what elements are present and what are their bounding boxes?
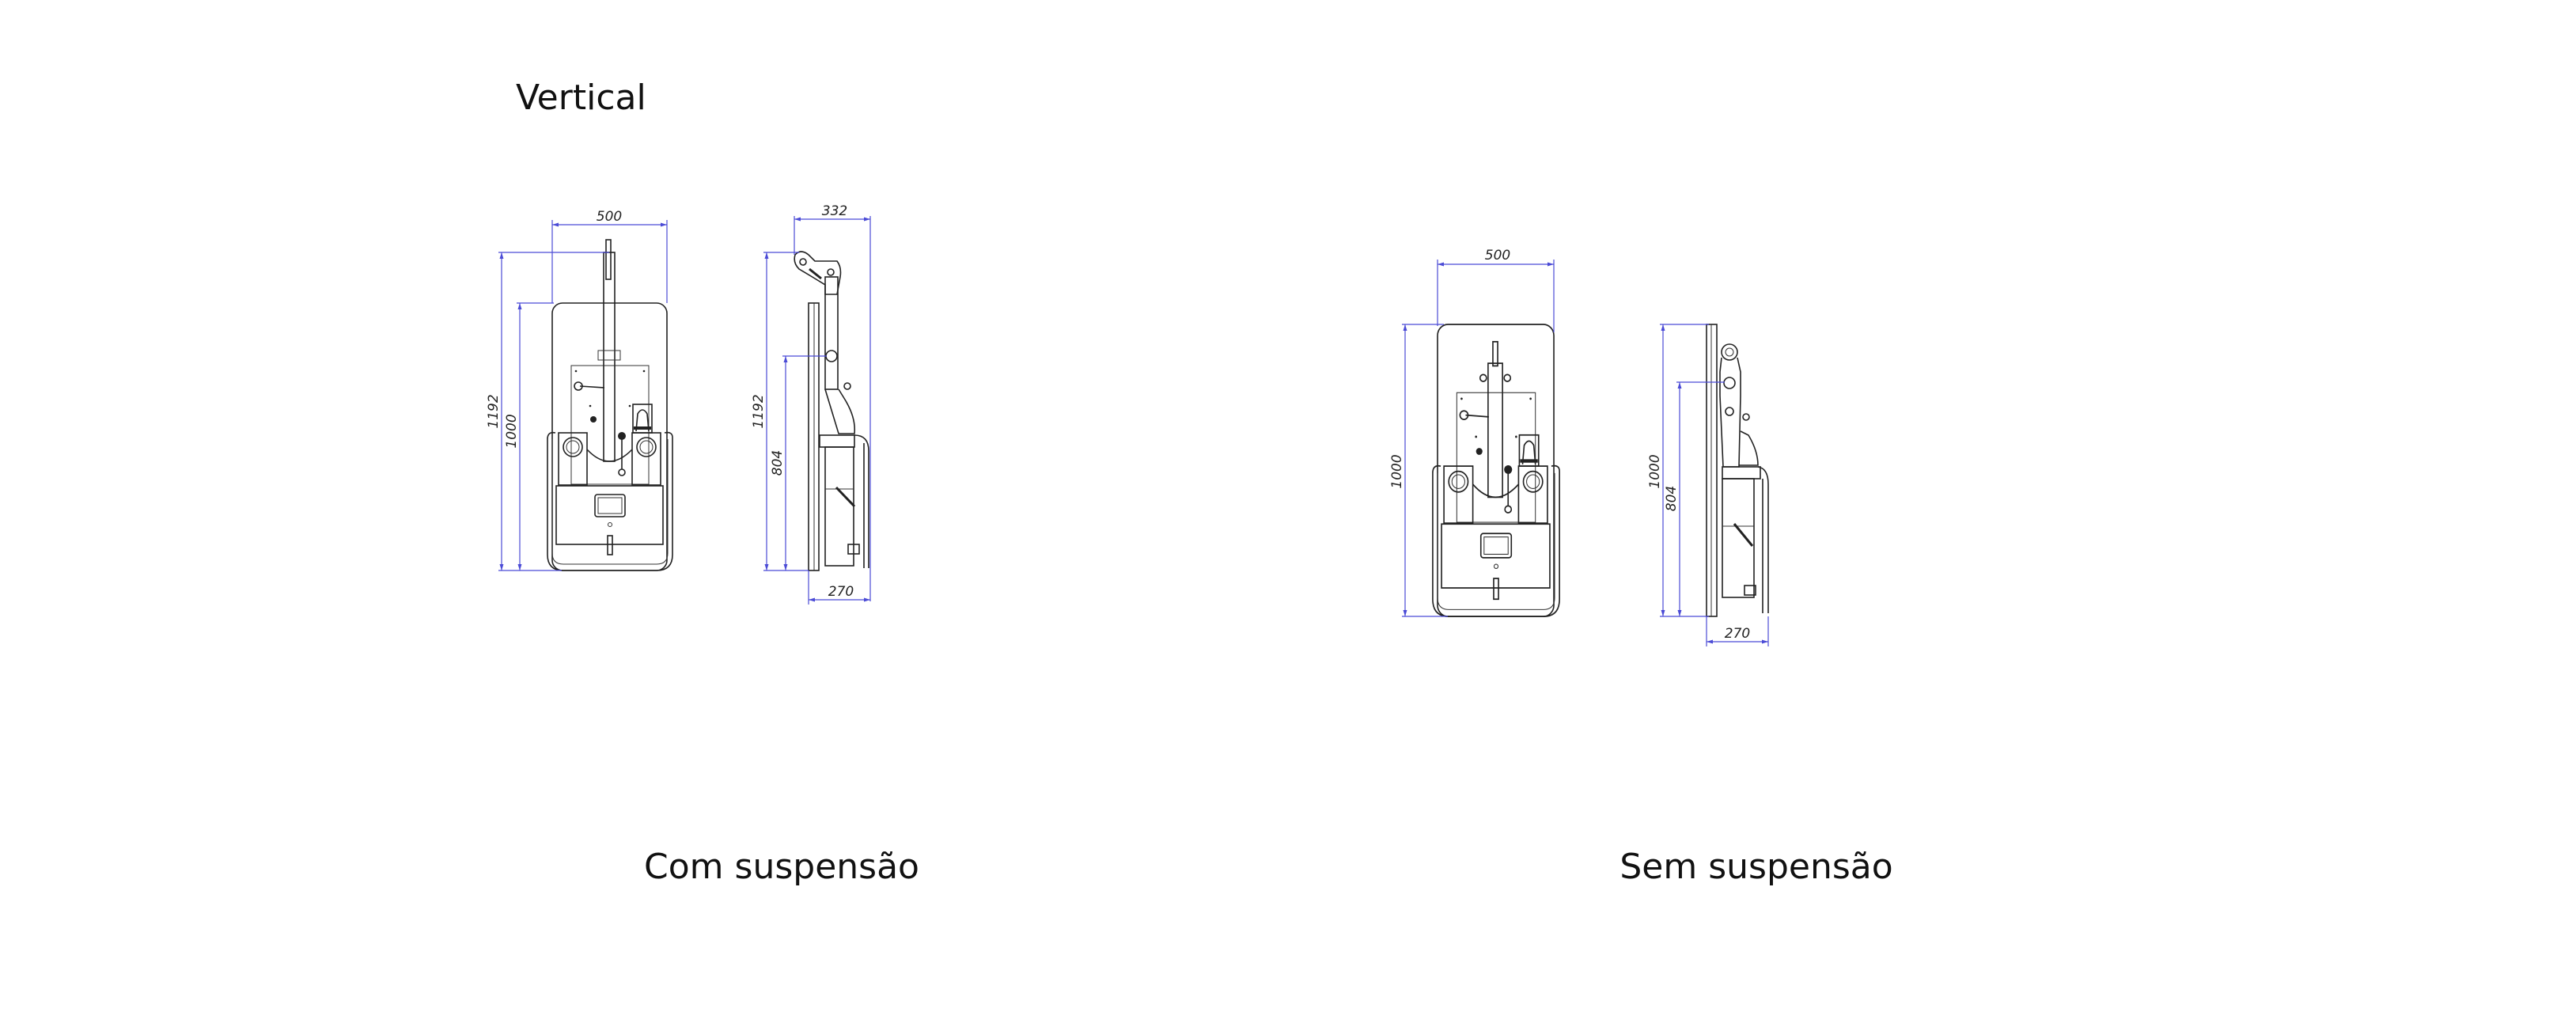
dim-label-width: 500	[597, 209, 622, 225]
section-title: Vertical	[516, 78, 646, 118]
caption-com-suspensao: Com suspensão	[644, 847, 919, 887]
dimension-width-500: 500	[551, 209, 668, 303]
dimension-depth-332: 332	[794, 203, 871, 601]
dim-label-depth-bottom: 270	[828, 584, 854, 600]
dim-label-pivot: 804	[1664, 486, 1680, 511]
dim-label-pivot: 804	[770, 450, 786, 476]
dim-label-width: 500	[1485, 248, 1510, 263]
dim-label-total-height: 1192	[486, 394, 502, 428]
caption-sem-suspensao: Sem suspensão	[1619, 847, 1893, 887]
side-view-sem-suspensao: 1000 804 270	[1647, 324, 1769, 646]
dim-label-plate-height: 1000	[1389, 454, 1405, 488]
dimension-depth-270: 270	[808, 570, 870, 605]
side-view-com-suspensao: 332 1192 804 270	[751, 203, 871, 605]
dim-label-plate-height: 1000	[504, 414, 520, 448]
dim-label-side-height: 1192	[751, 394, 767, 428]
dimension-pivot-804: 804	[770, 355, 827, 570]
dim-label-side-height: 1000	[1647, 454, 1663, 488]
dimension-width-500: 500	[1437, 248, 1555, 332]
dim-label-depth-bottom: 270	[1725, 626, 1750, 642]
front-view-sem-suspensao: 500 1000	[1389, 248, 1561, 617]
dimension-pivot-804: 804	[1664, 381, 1725, 616]
dimension-side-height-1192: 1192	[751, 252, 809, 571]
dimension-total-height-1192: 1192	[486, 252, 609, 571]
dimension-side-height-1000: 1000	[1647, 324, 1709, 617]
dimension-depth-270: 270	[1706, 616, 1769, 646]
dimension-plate-height-1000: 1000	[504, 302, 554, 570]
front-view-com-suspensao: 500 1192 1000	[486, 209, 673, 571]
dim-label-depth-top: 332	[822, 203, 847, 219]
dimension-plate-height-1000: 1000	[1389, 324, 1448, 617]
